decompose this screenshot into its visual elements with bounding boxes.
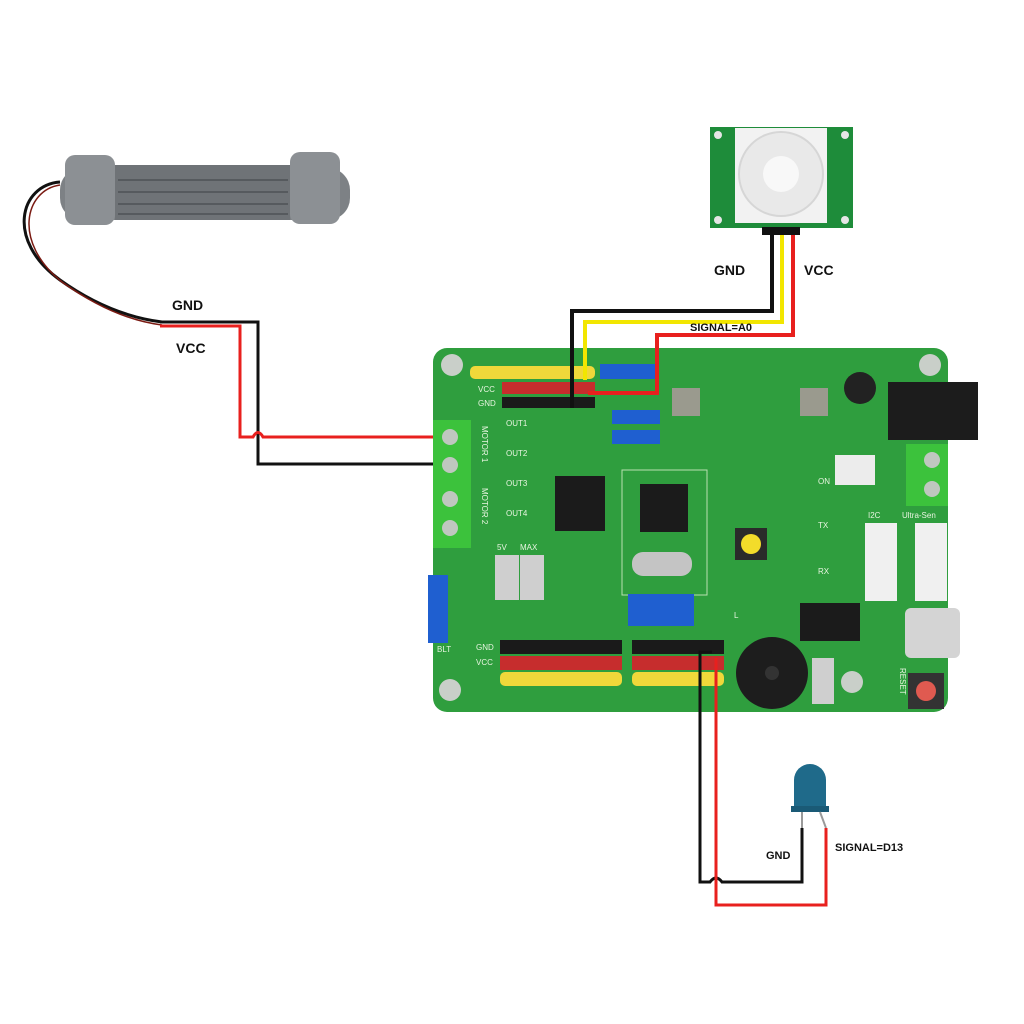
mount-hole (841, 671, 863, 693)
reset-button[interactable] (916, 681, 936, 701)
pir-wires (570, 235, 795, 408)
silk-gnd: GND (478, 399, 496, 408)
usb-c-port (905, 608, 960, 658)
crystal (632, 552, 692, 576)
dc-power-jack (888, 382, 978, 440)
jumper-blue (612, 410, 660, 424)
pir-signal-label: SIGNAL=A0 (690, 322, 752, 334)
motor-wires (160, 320, 442, 466)
switch-5v[interactable] (495, 555, 519, 600)
silk-vcc-bottom: VCC (476, 658, 493, 667)
led-signal-label: SIGNAL=D13 (835, 842, 903, 854)
silk-motor1: MOTOR 1 (480, 426, 489, 463)
silk-out4: OUT4 (506, 509, 528, 518)
led-wires (698, 650, 828, 907)
analog-header-yellow (470, 366, 595, 379)
power-terminal (906, 444, 948, 506)
motor-lead-wires (22, 180, 163, 326)
pir-sensor (710, 127, 853, 235)
pir-vcc-label: VCC (804, 262, 834, 278)
controller-board: VCC GND OUT1 OUT2 OUT3 OUT4 MOTOR 1 MOTO… (428, 348, 978, 712)
motor-vcc-label: VCC (176, 340, 206, 356)
silk-rx: RX (818, 567, 830, 576)
silk-out3: OUT3 (506, 479, 528, 488)
led-gnd-label: GND (766, 850, 791, 862)
i2c-connector (865, 523, 897, 601)
silk-out2: OUT2 (506, 449, 528, 458)
driver-chip (555, 476, 605, 531)
yellow-button[interactable] (741, 534, 761, 554)
microcontroller-chip (640, 484, 688, 532)
capacitor (844, 372, 876, 404)
silk-i2c: I2C (868, 511, 881, 520)
switch-max[interactable] (520, 555, 544, 600)
silk-on: ON (818, 477, 830, 486)
ultrasonic-connector (915, 523, 947, 601)
silk-max: MAX (520, 543, 538, 552)
jumper-blue (600, 364, 656, 379)
silk-vcc: VCC (478, 385, 495, 394)
mount-hole (441, 354, 463, 376)
analog-header-vcc (502, 382, 595, 394)
silk-motor2: MOTOR 2 (480, 488, 489, 525)
silk-blt: BLT (437, 645, 451, 654)
silk-reset: RESET (898, 668, 907, 695)
blue-socket (628, 594, 694, 626)
led (791, 764, 829, 829)
vibration-motor (60, 152, 350, 225)
jumper-blue (612, 430, 660, 444)
slide-switch[interactable] (812, 658, 834, 704)
chip (800, 603, 860, 641)
silk-ultra: Ultra-Sen (902, 511, 936, 520)
analog-header-gnd (502, 397, 595, 408)
motor-gnd-label: GND (172, 297, 203, 313)
silk-5v: 5V (497, 543, 507, 552)
silk-out1: OUT1 (506, 419, 528, 428)
bluetooth-header (428, 575, 448, 643)
silk-l: L (734, 611, 739, 620)
silk-gnd-bottom: GND (476, 643, 494, 652)
mount-hole (439, 679, 461, 701)
mount-hole (919, 354, 941, 376)
silk-tx: TX (818, 521, 829, 530)
pir-gnd-label: GND (714, 262, 745, 278)
